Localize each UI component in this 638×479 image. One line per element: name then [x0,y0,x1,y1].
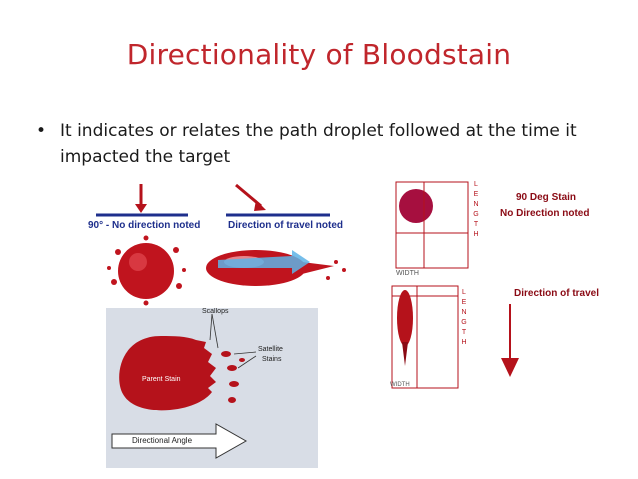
parent-stain-shape [119,336,216,411]
stain-measure-box-2 [391,285,459,389]
droplet-comparison-graphic [96,183,346,306]
directional-angle-arrow [111,423,248,459]
scallops-label: Scallops [202,308,229,315]
stains-label: Stains [262,356,282,363]
parent-stain-graphic [111,313,257,459]
parent-stain-diagram: Scallops Satellite Stains Parent Stain D… [106,308,318,468]
direction-arrow [218,250,310,274]
travel-arrowhead [501,358,519,377]
stain-sublabel: No Direction noted [500,208,590,219]
satellite-label: Satellite [258,346,283,353]
directional-angle-label: Directional Angle [132,436,193,445]
stain-label-90: 90 Deg Stain [516,192,577,203]
caption-direction-noted: Direction of travel noted [228,220,344,231]
parent-stain-label: Parent Stain [142,376,181,383]
round-blood-drop [118,243,174,299]
angled-arrowhead [254,200,266,211]
stain-measure-box-1 [395,181,469,269]
stain-measurement-graphic [391,181,519,389]
caption-no-direction: 90° - No direction noted [88,220,201,231]
vertical-arrowhead [135,204,147,213]
width-label-2: WIDTH [390,382,410,388]
elongated-stain [397,290,413,346]
droplet-comparison-figure: 90° - No direction noted Direction of tr… [78,182,360,306]
bullet-dot: • [36,121,47,141]
circular-stain [399,189,433,223]
bullet-text: It indicates or relates the path droplet… [60,121,577,167]
width-label-1: WIDTH [396,270,419,277]
slide-title: Directionality of Bloodstain [126,38,512,71]
direction-of-travel-label: Direction of travel [514,288,600,299]
